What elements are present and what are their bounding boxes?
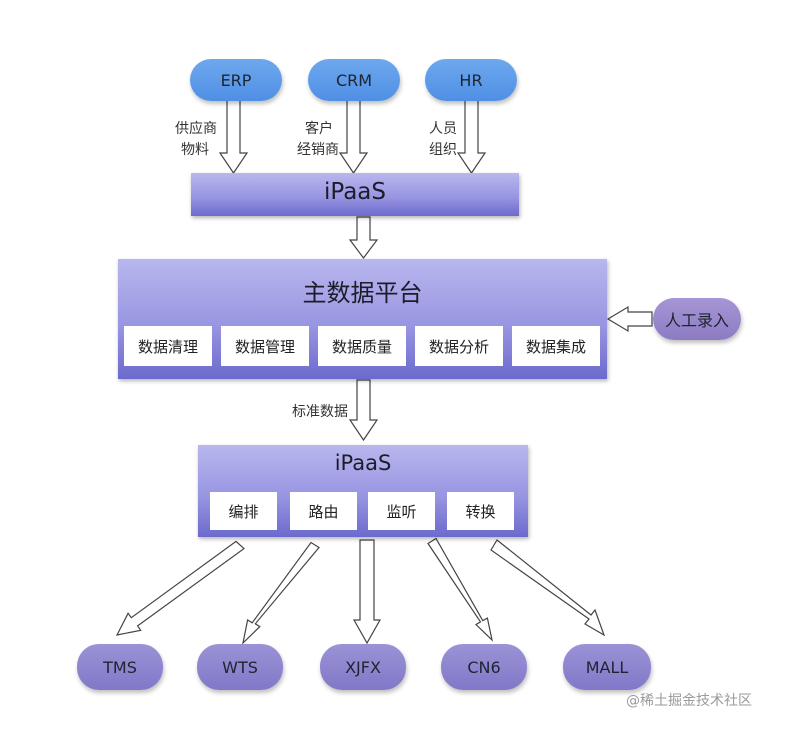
hr-flow-line-1: 人员: [429, 121, 457, 137]
arrow-to-xjfx: [352, 539, 382, 645]
arrow-hr-to-ipaas: [456, 99, 487, 175]
watermark: @稀土掘金技术社区: [626, 693, 752, 709]
crm-label: CRM: [335, 70, 373, 90]
crm-node: CRM: [308, 59, 400, 101]
tms-label: TMS: [103, 657, 137, 677]
hr-flow-label: 人员 组织: [429, 119, 457, 161]
bottom-ipaas-title: iPaaS: [334, 451, 392, 475]
function-routing: 路由: [290, 492, 357, 530]
cn6-label: CN6: [467, 657, 501, 677]
mdm-module-integration: 数据集成: [512, 326, 600, 366]
function-orchestration: 编排: [210, 492, 277, 530]
wts-label: WTS: [222, 657, 258, 677]
mdm-module-analysis: 数据分析: [415, 326, 503, 366]
erp-label: ERP: [220, 70, 252, 90]
top-ipaas-title: iPaaS: [323, 179, 386, 205]
crm-flow-line-2: 经销商: [297, 142, 339, 158]
function-listening-label: 监听: [386, 502, 417, 521]
erp-flow-line-2: 物料: [181, 142, 209, 158]
manual-entry-label: 人工录入: [664, 311, 729, 330]
hr-label: HR: [459, 70, 483, 90]
mdm-module-quality: 数据质量: [318, 326, 406, 366]
mdm-module-analysis-label: 数据分析: [428, 337, 489, 356]
cn6-node: CN6: [441, 644, 527, 690]
erp-flow-line-1: 供应商: [175, 121, 217, 137]
crm-flow-label: 客户 经销商: [297, 119, 339, 161]
arrow-to-cn6: [427, 537, 493, 642]
erp-node: ERP: [190, 59, 282, 101]
function-transform-label: 转换: [465, 502, 496, 521]
xjfx-label: XJFX: [345, 657, 381, 677]
arrow-mdm-to-ipaas: [348, 379, 379, 442]
mdm-platform: 主数据平台 数据清理 数据管理 数据质量 数据分析 数据集成: [118, 259, 607, 379]
mall-label: MALL: [585, 657, 629, 677]
arrow-ipaas-to-mdm: [348, 216, 379, 259]
erp-flow-label: 供应商 物料: [175, 119, 217, 161]
mdm-module-cleaning-label: 数据清理: [137, 337, 198, 356]
arrow-crm-to-ipaas: [338, 99, 369, 175]
hr-flow-line-2: 组织: [429, 142, 457, 158]
arrow-manual-to-mdm: [606, 305, 653, 333]
mdm-module-management: 数据管理: [221, 326, 309, 366]
function-listening: 监听: [368, 492, 435, 530]
standard-data-label: 标准数据: [292, 404, 348, 420]
arrow-to-tms: [115, 540, 245, 636]
bottom-ipaas-bar: iPaaS 编排 路由 监听 转换: [198, 445, 528, 537]
mdm-module-quality-label: 数据质量: [331, 337, 392, 356]
wts-node: WTS: [197, 644, 283, 690]
arrow-to-mall: [490, 539, 606, 637]
hr-node: HR: [425, 59, 517, 101]
mdm-title: 主数据平台: [302, 279, 423, 307]
manual-entry-node: 人工录入: [653, 298, 741, 340]
function-transform: 转换: [447, 492, 514, 530]
crm-flow-line-1: 客户: [305, 121, 333, 137]
mall-node: MALL: [563, 644, 651, 690]
mdm-module-integration-label: 数据集成: [525, 337, 586, 356]
top-ipaas-bar: iPaaS: [191, 173, 519, 216]
xjfx-node: XJFX: [320, 644, 406, 690]
tms-node: TMS: [77, 644, 163, 690]
function-routing-label: 路由: [308, 502, 339, 521]
mdm-module-cleaning: 数据清理: [124, 326, 212, 366]
mdm-module-management-label: 数据管理: [234, 337, 295, 356]
arrow-to-wts: [242, 541, 320, 645]
function-orchestration-label: 编排: [228, 502, 259, 521]
arrow-erp-to-ipaas: [218, 99, 249, 175]
